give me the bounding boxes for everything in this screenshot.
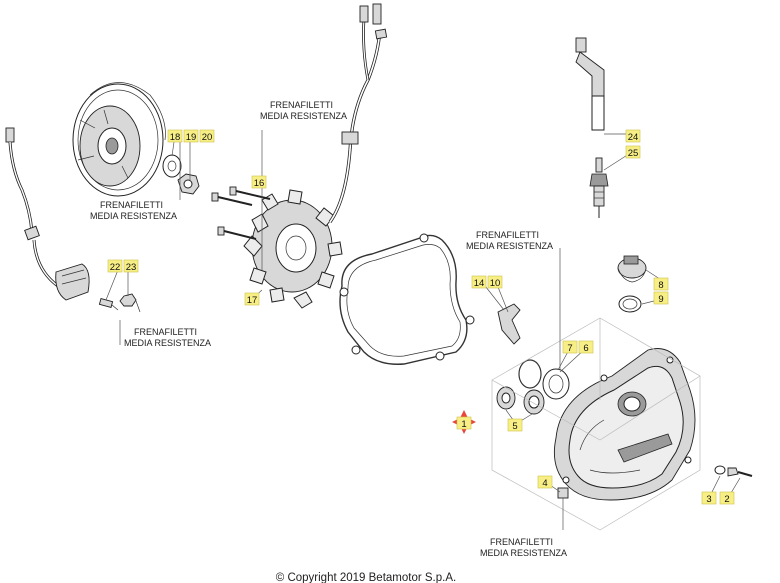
note-line1: FRENAFILETTI — [270, 100, 333, 110]
note-frenafiletti-cover: FRENAFILETTI MEDIA RESISTENZA — [466, 230, 553, 251]
callout-3[interactable]: 3 — [701, 491, 717, 505]
note-line2: MEDIA RESISTENZA — [466, 241, 553, 251]
svg-text:2: 2 — [724, 494, 729, 505]
callout-1[interactable]: 1 — [456, 416, 472, 430]
stator-harness — [328, 3, 388, 223]
note-line2: MEDIA RESISTENZA — [124, 338, 211, 348]
note-line1: FRENAFILETTI — [476, 230, 539, 240]
note-frenafiletti-pickup: FRENAFILETTI MEDIA RESISTENZA — [124, 327, 211, 348]
inspection-plug-oring — [618, 295, 642, 313]
svg-text:23: 23 — [126, 262, 137, 273]
svg-text:17: 17 — [247, 295, 258, 306]
callout-10[interactable]: 10 — [487, 275, 503, 289]
callout-4[interactable]: 4 — [537, 475, 553, 489]
svg-text:25: 25 — [628, 148, 639, 159]
pickup-screws — [98, 293, 141, 313]
callout-8[interactable]: 8 — [653, 277, 669, 291]
svg-text:19: 19 — [186, 132, 197, 143]
circlip-6 — [518, 359, 542, 389]
callout-19[interactable]: 19 — [183, 129, 199, 143]
bearing-5a — [496, 386, 516, 410]
note-frenafiletti-flywheel: FRENAFILETTI MEDIA RESISTENZA — [90, 200, 177, 221]
flywheel-nut — [177, 173, 200, 195]
callout-6[interactable]: 6 — [578, 340, 594, 354]
cover-plug-4 — [557, 487, 569, 530]
callout-18[interactable]: 18 — [167, 129, 183, 143]
note-line1: FRENAFILETTI — [134, 327, 197, 337]
callout-2[interactable]: 2 — [719, 491, 735, 505]
svg-text:6: 6 — [583, 343, 588, 354]
svg-text:7: 7 — [567, 343, 572, 354]
callout-20[interactable]: 20 — [199, 129, 215, 143]
oil-seal-7 — [542, 368, 570, 400]
svg-text:22: 22 — [110, 262, 121, 273]
inspection-plug — [617, 255, 647, 283]
svg-text:5: 5 — [512, 421, 517, 432]
svg-text:1: 1 — [461, 419, 466, 430]
note-line2: MEDIA RESISTENZA — [90, 211, 177, 221]
svg-text:24: 24 — [628, 132, 639, 143]
spark-plug — [589, 157, 609, 218]
cover-gasket — [339, 233, 475, 365]
flywheel-washer — [162, 154, 182, 178]
callout-22[interactable]: 22 — [107, 259, 123, 273]
flywheel-rotor — [72, 82, 166, 197]
stator — [243, 189, 343, 309]
callout-25[interactable]: 25 — [625, 145, 641, 159]
callout-16[interactable]: 16 — [251, 175, 267, 189]
spark-plug-cap — [575, 37, 605, 131]
svg-text:9: 9 — [658, 294, 663, 305]
callout-23[interactable]: 23 — [123, 259, 139, 273]
svg-text:4: 4 — [542, 478, 547, 489]
note-line2: MEDIA RESISTENZA — [480, 548, 567, 558]
note-frenafiletti-stator: FRENAFILETTI MEDIA RESISTENZA — [260, 100, 347, 121]
note-line1: FRENAFILETTI — [490, 537, 553, 547]
callout-17[interactable]: 17 — [244, 292, 260, 306]
note-line1: FRENAFILETTI — [100, 200, 163, 210]
callout-14[interactable]: 14 — [471, 275, 487, 289]
stator-screws — [211, 186, 271, 240]
callout-7[interactable]: 7 — [562, 340, 578, 354]
callout-24[interactable]: 24 — [625, 129, 641, 143]
svg-text:10: 10 — [490, 278, 501, 289]
svg-text:20: 20 — [202, 132, 213, 143]
svg-text:14: 14 — [474, 278, 485, 289]
harness-bracket — [497, 303, 521, 345]
note-frenafiletti-plug: FRENAFILETTI MEDIA RESISTENZA — [480, 537, 567, 558]
svg-text:18: 18 — [170, 132, 181, 143]
bearing-5b — [523, 389, 545, 415]
callout-9[interactable]: 9 — [653, 291, 669, 305]
note-line2: MEDIA RESISTENZA — [260, 111, 347, 121]
callout-5[interactable]: 5 — [507, 418, 523, 432]
svg-text:8: 8 — [658, 280, 663, 291]
cover-screw — [714, 465, 753, 477]
svg-text:16: 16 — [254, 178, 265, 189]
pickup-harness — [5, 127, 90, 301]
svg-text:3: 3 — [706, 494, 711, 505]
copyright-text: © Copyright 2019 Betamotor S.p.A. — [276, 572, 456, 583]
